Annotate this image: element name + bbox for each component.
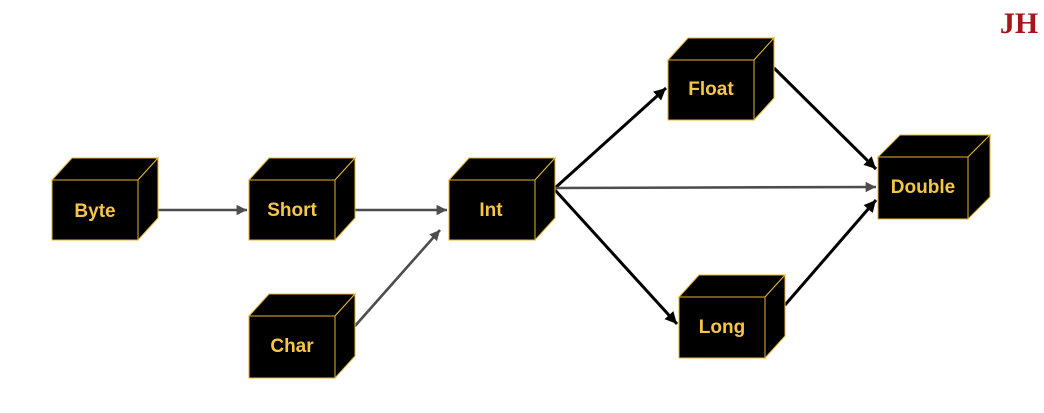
node-long: Long bbox=[677, 273, 787, 360]
arrow-int-to-double bbox=[554, 181, 877, 193]
node-label-int: Int bbox=[479, 200, 503, 221]
node-byte: Byte bbox=[50, 156, 160, 242]
node-int: Int bbox=[447, 156, 557, 242]
node-char: Char bbox=[247, 292, 357, 380]
node-label-char: Char bbox=[270, 336, 314, 357]
cube-front-face bbox=[51, 179, 139, 241]
arrow-int-to-long bbox=[553, 188, 679, 326]
cube-front-face bbox=[667, 59, 755, 121]
node-label-byte: Byte bbox=[74, 201, 115, 222]
node-double: Double bbox=[876, 133, 992, 221]
node-label-double: Double bbox=[891, 177, 955, 198]
arrow-float-to-double bbox=[772, 66, 878, 171]
cube-front-face bbox=[248, 179, 336, 241]
cube-front-face bbox=[678, 296, 766, 359]
arrows bbox=[158, 66, 878, 327]
arrow-long-to-double bbox=[783, 199, 878, 306]
arrow-char-to-int bbox=[354, 229, 441, 327]
node-label-short: Short bbox=[267, 200, 317, 221]
arrow-int-to-float bbox=[553, 86, 668, 190]
cube-front-face bbox=[877, 156, 969, 220]
node-float: Float bbox=[666, 36, 776, 122]
logo: JH bbox=[1000, 7, 1038, 40]
node-label-float: Float bbox=[688, 79, 734, 100]
node-label-long: Long bbox=[699, 317, 745, 338]
cube-front-face bbox=[448, 179, 536, 241]
node-short: Short bbox=[247, 156, 357, 242]
cube-front-face bbox=[248, 315, 336, 379]
